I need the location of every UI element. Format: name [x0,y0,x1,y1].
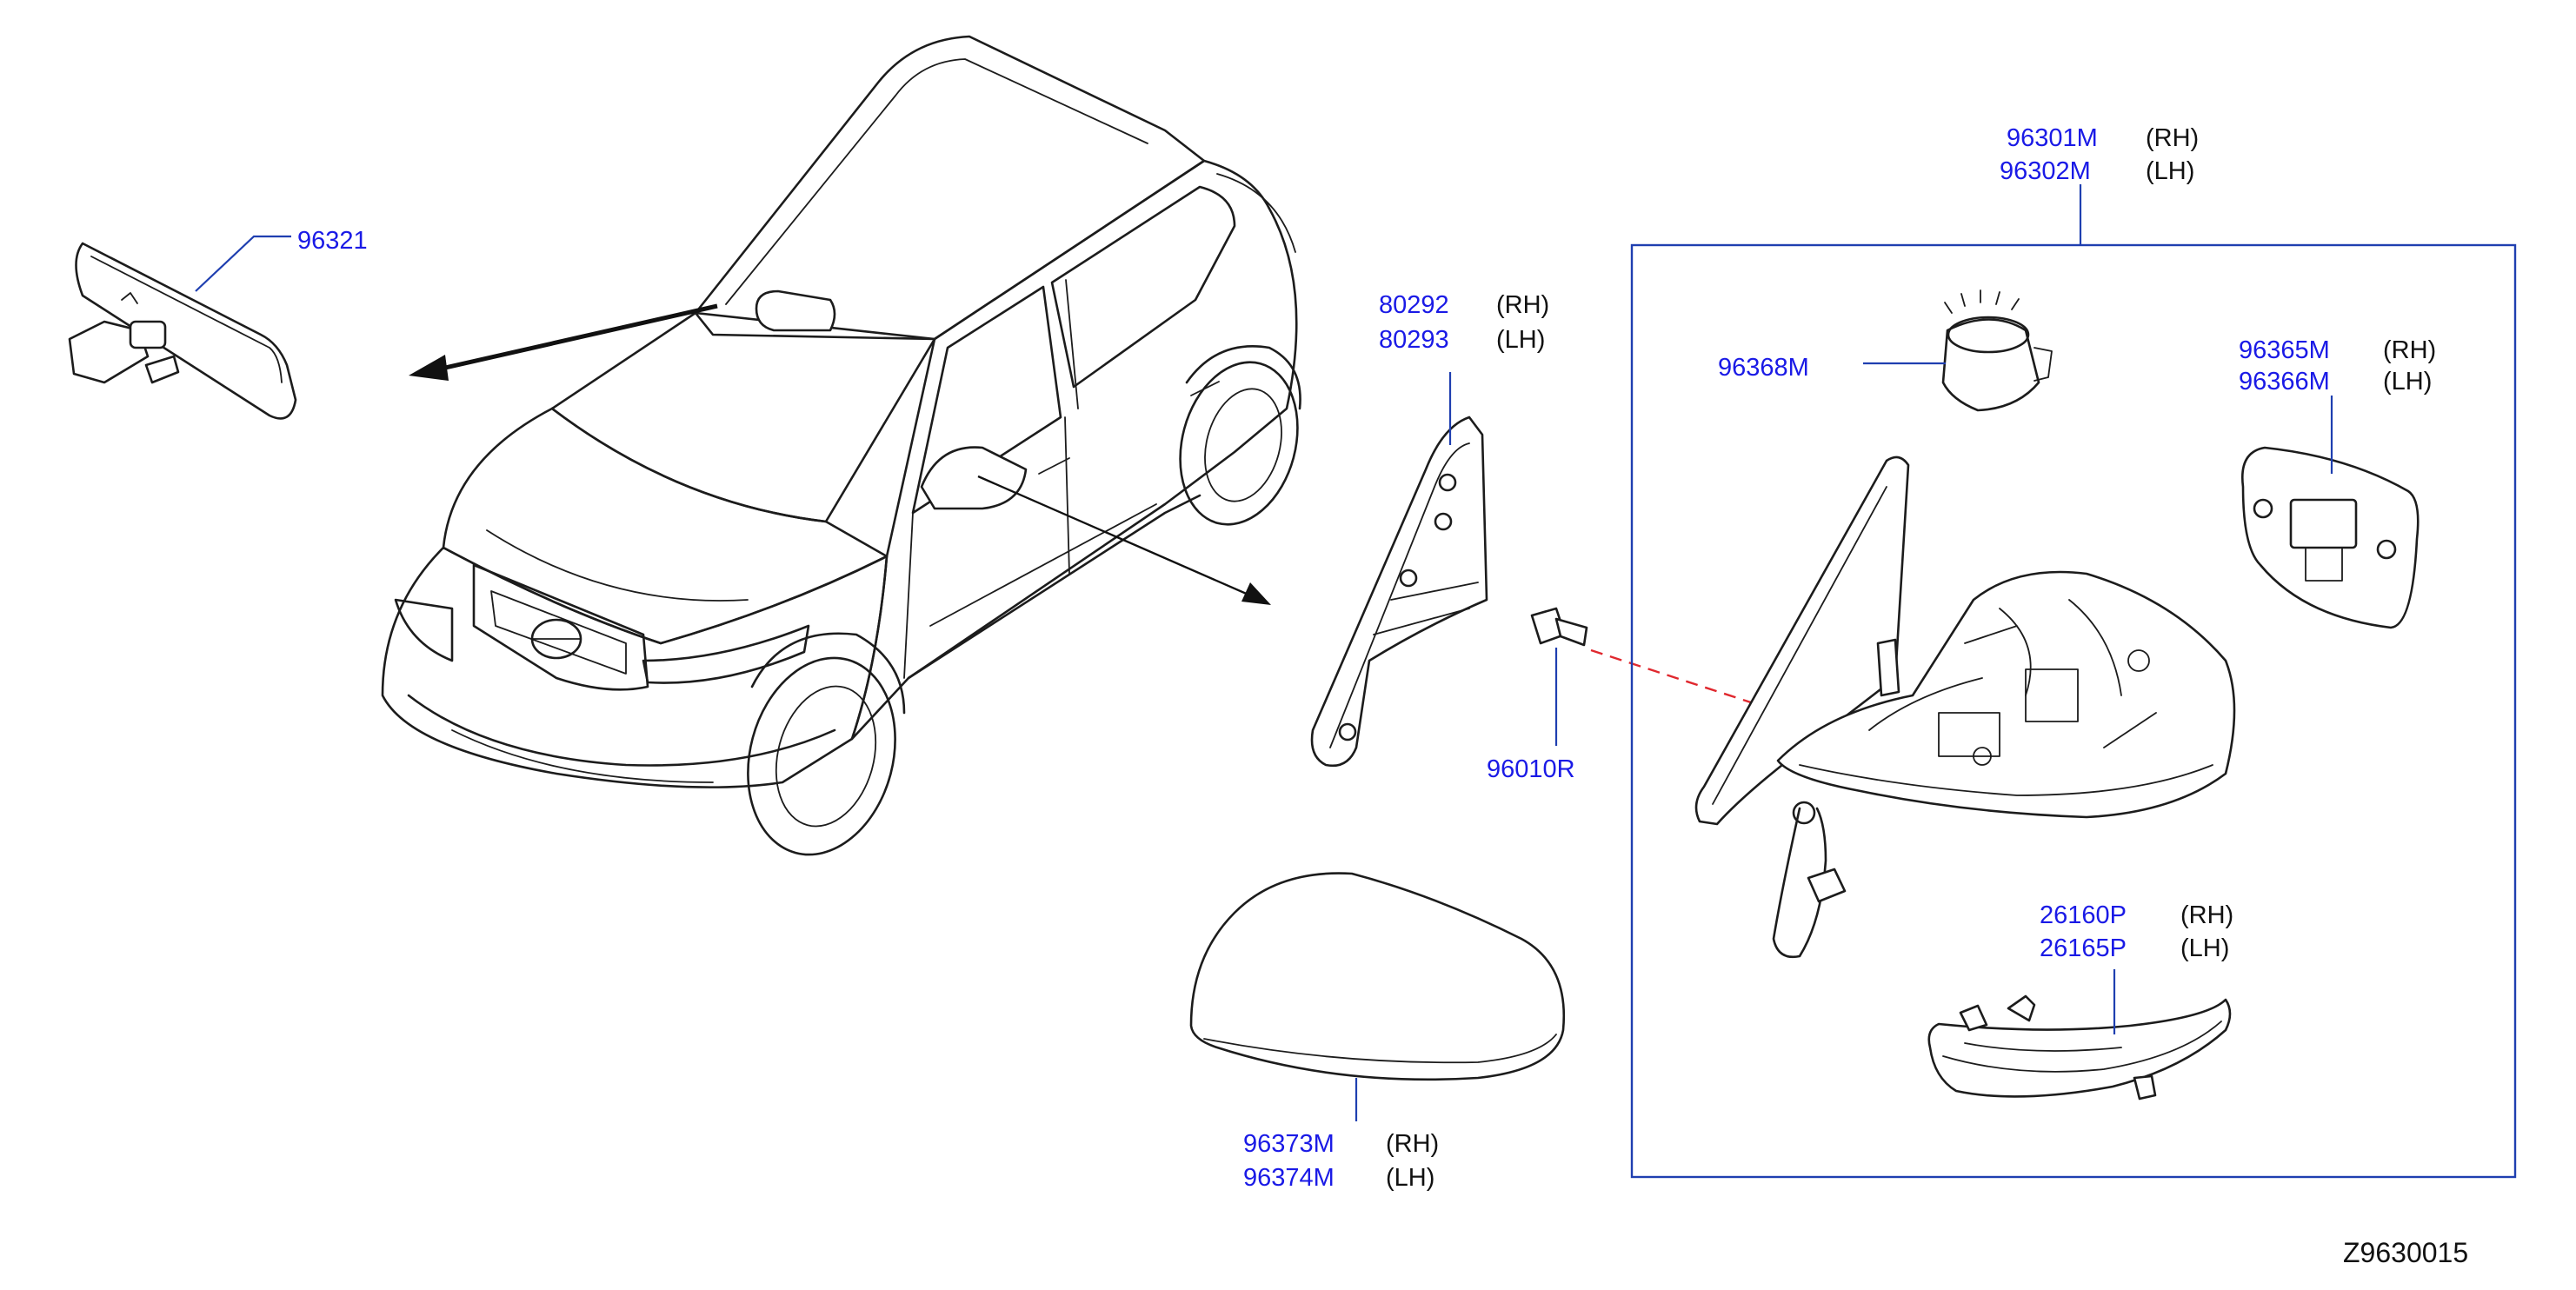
corner-finisher-side-rh: (RH) [1496,291,1549,319]
diagram-code: Z9630015 [2343,1237,2468,1268]
mirror-glass-side-lh: (LH) [2383,368,2432,396]
actuator-part-number: 96368M [1718,354,1809,382]
mirror-cover-illustration [1189,872,1566,1081]
turn-lamp-part-lh: 26165P [2040,934,2127,962]
mirror-glass-part-rh: 96365M [2239,336,2330,364]
mirror-cover-side-lh: (LH) [1386,1164,1434,1192]
vehicle-illustration [381,35,1301,856]
turn-lamp-side-rh: (RH) [2180,901,2233,929]
door-mirror-part-lh: 96302M [2000,157,2091,185]
door-mirror-assembly-frame [1630,243,2517,1179]
corner-finisher-part-lh: 80293 [1379,326,1449,354]
mirror-glass-part-lh: 96366M [2239,368,2330,396]
corner-finisher-side-lh: (LH) [1496,326,1545,354]
inner-mirror-part-number: 96321 [297,227,368,255]
door-mirror-part-rh: 96301M [2007,124,2098,152]
actuator-illustration [1941,289,2053,412]
inner-mirror-illustration [68,242,297,420]
corner-finisher-part-rh: 80292 [1379,291,1449,319]
bolt-part-number: 96010R [1487,755,1575,783]
turn-signal-lamp-illustration [1927,994,2232,1100]
mirror-cover-part-rh: 96373M [1243,1130,1335,1158]
door-mirror-side-rh: (RH) [2146,124,2199,152]
door-mirror-side-lh: (LH) [2146,157,2194,185]
mirror-glass-illustration [2241,446,2420,629]
door-mirror-housing-illustration [1694,455,2236,959]
mirror-glass-side-rh: (RH) [2383,336,2436,364]
bolt-illustration [1530,607,1588,647]
mirror-cover-side-rh: (RH) [1386,1130,1439,1158]
corner-finisher-illustration [1310,416,1488,768]
turn-lamp-side-lh: (LH) [2180,934,2229,962]
turn-lamp-part-rh: 26160P [2040,901,2127,929]
mirror-cover-part-lh: 96374M [1243,1164,1335,1192]
